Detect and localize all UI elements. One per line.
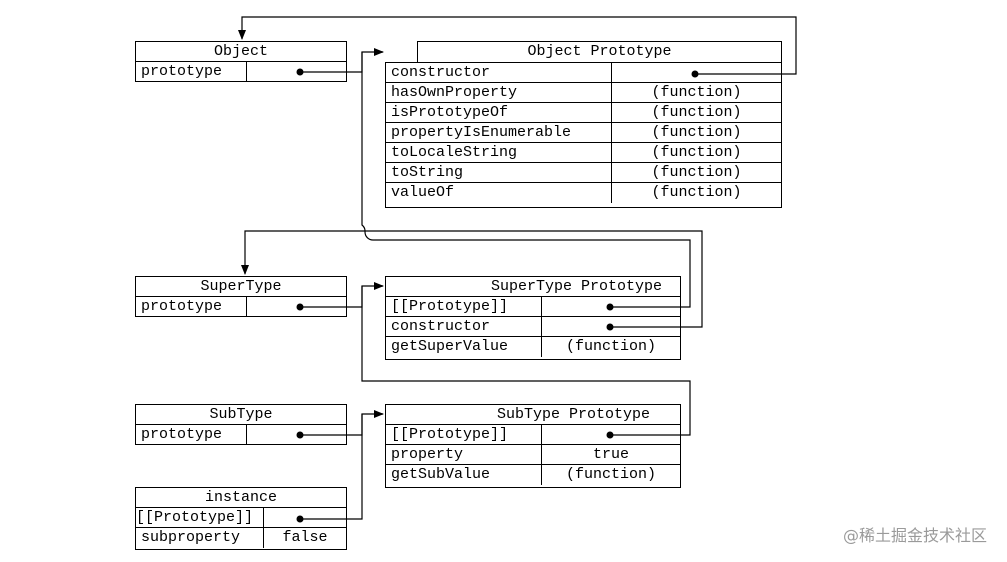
supertype-row-prototype: prototype: [136, 297, 346, 317]
object-prototype-row-constructor: constructor: [386, 63, 781, 83]
arrow-subtype-to-subtype-prototype: [300, 410, 384, 436]
row-value: (function): [651, 84, 742, 101]
row-key: isPrototypeOf: [386, 103, 612, 122]
row-key: valueOf: [386, 183, 612, 203]
object-box: Object prototype: [135, 41, 347, 82]
pointer-dot: [606, 303, 614, 311]
object-title: Object: [136, 42, 346, 62]
pointer-dot: [691, 70, 699, 78]
row-key: getSubValue: [386, 465, 542, 485]
row-key: [[Prototype]]: [386, 297, 542, 316]
pointer-dot: [296, 515, 304, 523]
row-key: constructor: [386, 63, 612, 82]
instance-title: instance: [136, 488, 346, 508]
supertype-box: SuperType prototype: [135, 276, 347, 317]
arrow-object-prototype-constructor-to-object: [238, 16, 797, 75]
row-value: true: [592, 446, 629, 463]
pointer-dot: [606, 431, 614, 439]
object-prototype-row-tostring: toString (function): [386, 163, 781, 183]
instance-row-subproperty: subproperty false: [136, 528, 346, 548]
arrow-instance-to-subtype-prototype: [300, 414, 363, 520]
row-value: (function): [651, 184, 742, 201]
row-key: hasOwnProperty: [386, 83, 612, 102]
subtype-prototype-row-prototype: [[Prototype]]: [386, 425, 680, 445]
arrow-subtype-prototype-to-supertype-prototype: [361, 286, 691, 436]
watermark: @稀土掘金技术社区: [842, 526, 987, 545]
row-key: propertyIsEnumerable: [386, 123, 612, 142]
arrow-supertype-prototype-to-object-prototype: [361, 52, 691, 308]
pointer-dot: [296, 431, 304, 439]
object-prototype-title: Object Prototype: [527, 43, 672, 60]
row-key: getSuperValue: [386, 337, 542, 357]
object-prototype-box: constructor hasOwnProperty (function) is…: [385, 62, 782, 208]
subtype-prototype-title: SubType Prototype: [386, 405, 680, 425]
object-prototype-title-cell: Object Prototype: [417, 41, 782, 62]
row-key: toLocaleString: [386, 143, 612, 162]
row-value: false: [282, 529, 328, 546]
row-key: prototype: [136, 425, 247, 445]
row-value: (function): [651, 124, 742, 141]
row-key: toString: [386, 163, 612, 182]
subtype-title: SubType: [136, 405, 346, 425]
row-value: (function): [651, 144, 742, 161]
subtype-prototype-row-property: property true: [386, 445, 680, 465]
supertype-prototype-row-getsupervalue: getSuperValue (function): [386, 337, 680, 357]
subtype-row-prototype: prototype: [136, 425, 346, 445]
instance-box: instance [[Prototype]] subproperty false: [135, 487, 347, 550]
pointer-dot: [296, 68, 304, 76]
object-prototype-row-tolocalestring: toLocaleString (function): [386, 143, 781, 163]
supertype-prototype-box: SuperType Prototype [[Prototype]] constr…: [385, 276, 681, 360]
pointer-dot: [296, 303, 304, 311]
row-value: (function): [565, 466, 656, 483]
row-value: (function): [651, 104, 742, 121]
row-key: property: [386, 445, 542, 464]
subtype-box: SubType prototype: [135, 404, 347, 445]
row-key: [[Prototype]]: [386, 425, 542, 444]
object-prototype-row-hasownproperty: hasOwnProperty (function): [386, 83, 781, 103]
row-key: prototype: [136, 297, 247, 317]
supertype-prototype-row-prototype: [[Prototype]]: [386, 297, 680, 317]
row-value: (function): [565, 338, 656, 355]
supertype-prototype-row-constructor: constructor: [386, 317, 680, 337]
subtype-prototype-box: SubType Prototype [[Prototype]] property…: [385, 404, 681, 488]
row-value: (function): [651, 164, 742, 181]
arrow-object-to-object-prototype: [300, 48, 384, 73]
arrow-supertype-to-supertype-prototype: [300, 282, 384, 308]
row-key: prototype: [136, 62, 247, 82]
object-prototype-row-valueof: valueOf (function): [386, 183, 781, 203]
row-key: constructor: [386, 317, 542, 336]
row-key: [[Prototype]]: [136, 508, 264, 527]
supertype-title: SuperType: [136, 277, 346, 297]
object-row-prototype: prototype: [136, 62, 346, 82]
arrow-supertype-constructor-to-supertype: [241, 230, 703, 328]
row-key: subproperty: [136, 528, 264, 548]
object-prototype-row-propertyisenumerable: propertyIsEnumerable (function): [386, 123, 781, 143]
subtype-prototype-row-getsubvalue: getSubValue (function): [386, 465, 680, 485]
pointer-dot: [606, 323, 614, 331]
supertype-prototype-title: SuperType Prototype: [386, 277, 680, 297]
instance-row-prototype: [[Prototype]]: [136, 508, 346, 528]
object-prototype-row-isprototypeof: isPrototypeOf (function): [386, 103, 781, 123]
